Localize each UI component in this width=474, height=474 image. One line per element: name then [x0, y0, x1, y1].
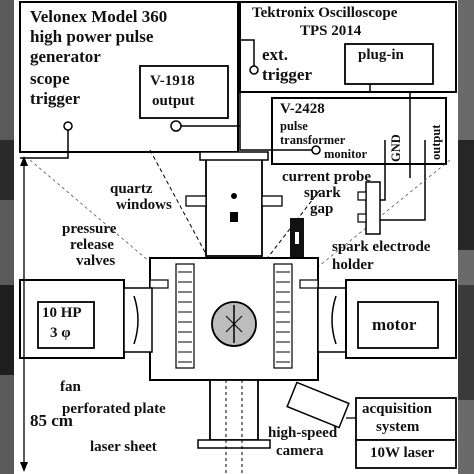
left-photo-dark-2: [0, 285, 14, 375]
pressure-line-3: valves: [76, 253, 116, 269]
holder-tab-1: [357, 191, 367, 201]
pressure-line-1: pressure: [62, 221, 117, 237]
plugin-label: plug-in: [358, 47, 404, 63]
pressure-line-2: release: [70, 237, 114, 253]
velonex-title-line-2: high power pulse: [30, 27, 154, 46]
tektronix-title-line-1: Tektronix Oscilloscope: [252, 5, 398, 21]
spark-electrode-line-1: spark electrode: [332, 239, 431, 255]
transformer-sub-1: pulse: [280, 119, 308, 133]
port-dot: [231, 193, 237, 199]
perforated-plate-label: perforated plate: [62, 401, 166, 417]
monitor-label: monitor: [324, 147, 368, 161]
right-photo-dark-1: [458, 140, 474, 250]
right-valve-upper: [261, 195, 283, 207]
perforation-marks: [178, 271, 290, 363]
output-label: output: [429, 124, 443, 160]
monitor-cable: [239, 126, 312, 151]
right-release-valve: [299, 279, 319, 289]
spark-gap-line-2: gap: [310, 201, 334, 217]
top-flange: [199, 151, 269, 161]
acquisition-box: [355, 397, 457, 441]
acquisition-line-2: system: [376, 419, 420, 435]
plugin-box: [344, 43, 434, 85]
high-speed-camera: [286, 381, 350, 429]
spark-gap-line-1: spark: [304, 185, 341, 201]
window-cross-2: [225, 315, 243, 333]
right-motor-body: [357, 301, 439, 349]
right-photo-dark-2: [458, 285, 474, 400]
velonex-title-line-1: Velonex Model 360: [30, 7, 168, 26]
height-label: 85 cm: [30, 411, 73, 430]
quartz-line-1: quartz: [110, 181, 153, 197]
fan-label: fan: [60, 379, 81, 395]
left-motor-line-1: 10 HP: [42, 305, 82, 321]
left-photo-dark-1: [0, 140, 14, 200]
current-probe-label: current probe: [282, 169, 372, 185]
holder-tab-2: [357, 213, 367, 223]
tektronix-title-line-2: TPS 2014: [300, 23, 362, 39]
camera-line-1: high-speed: [268, 425, 338, 441]
right-motor-label: motor: [372, 315, 417, 334]
ext-trigger-line-2: trigger: [262, 65, 313, 84]
scope-trigger-connector: [63, 121, 73, 131]
transformer-title: V-2428: [280, 101, 325, 117]
ext-trigger-connector: [249, 65, 259, 75]
velonex-title-line-3: generator: [30, 47, 101, 66]
scope-trigger-line-2: trigger: [30, 89, 81, 108]
left-motor-body: [37, 301, 95, 349]
height-arrow-top: [20, 156, 28, 166]
base-flange: [197, 439, 271, 449]
quartz-line-2: windows: [116, 197, 172, 213]
v1918-output-connector: [170, 120, 182, 132]
upper-column: [205, 157, 263, 257]
ext-trigger-cable: [181, 39, 255, 127]
laser-box: [355, 439, 457, 469]
gnd-label: GND: [389, 134, 403, 162]
spark-electrode-holder: [365, 181, 381, 235]
output-cable: [380, 140, 426, 221]
plugin-cable: [369, 84, 411, 178]
right-fan-blade: [331, 295, 337, 345]
left-valve-upper: [185, 195, 207, 207]
scope-trigger-line-1: scope: [30, 69, 70, 88]
camera-line-2: camera: [276, 443, 324, 459]
laser-sheet-label: laser sheet: [90, 439, 157, 455]
height-arrow-bottom: [20, 462, 28, 472]
transformer-sub-2: transformer: [280, 133, 346, 147]
left-release-valve: [149, 279, 169, 289]
acquisition-line-1: acquisition: [362, 401, 433, 417]
port-slot: [230, 212, 238, 222]
v1918-label: V-1918: [150, 73, 195, 89]
left-fan-blade: [133, 295, 139, 345]
ext-trigger-line-1: ext.: [262, 45, 288, 64]
v1918-output-label: output: [152, 93, 195, 109]
spark-electrode-line-2: holder: [332, 257, 374, 273]
left-motor-line-2: 3 φ: [50, 325, 71, 341]
quartz-pointer-line: [149, 149, 221, 281]
scope-trigger-cable: [20, 130, 69, 159]
transformer-box: [271, 97, 447, 165]
spark-gap-glow: [295, 232, 299, 244]
lower-column: [209, 379, 259, 441]
monitor-connector: [311, 145, 321, 155]
laser-label: 10W laser: [370, 445, 435, 461]
left-photo-strip: [0, 0, 14, 474]
v1918-output-box: [139, 65, 229, 119]
